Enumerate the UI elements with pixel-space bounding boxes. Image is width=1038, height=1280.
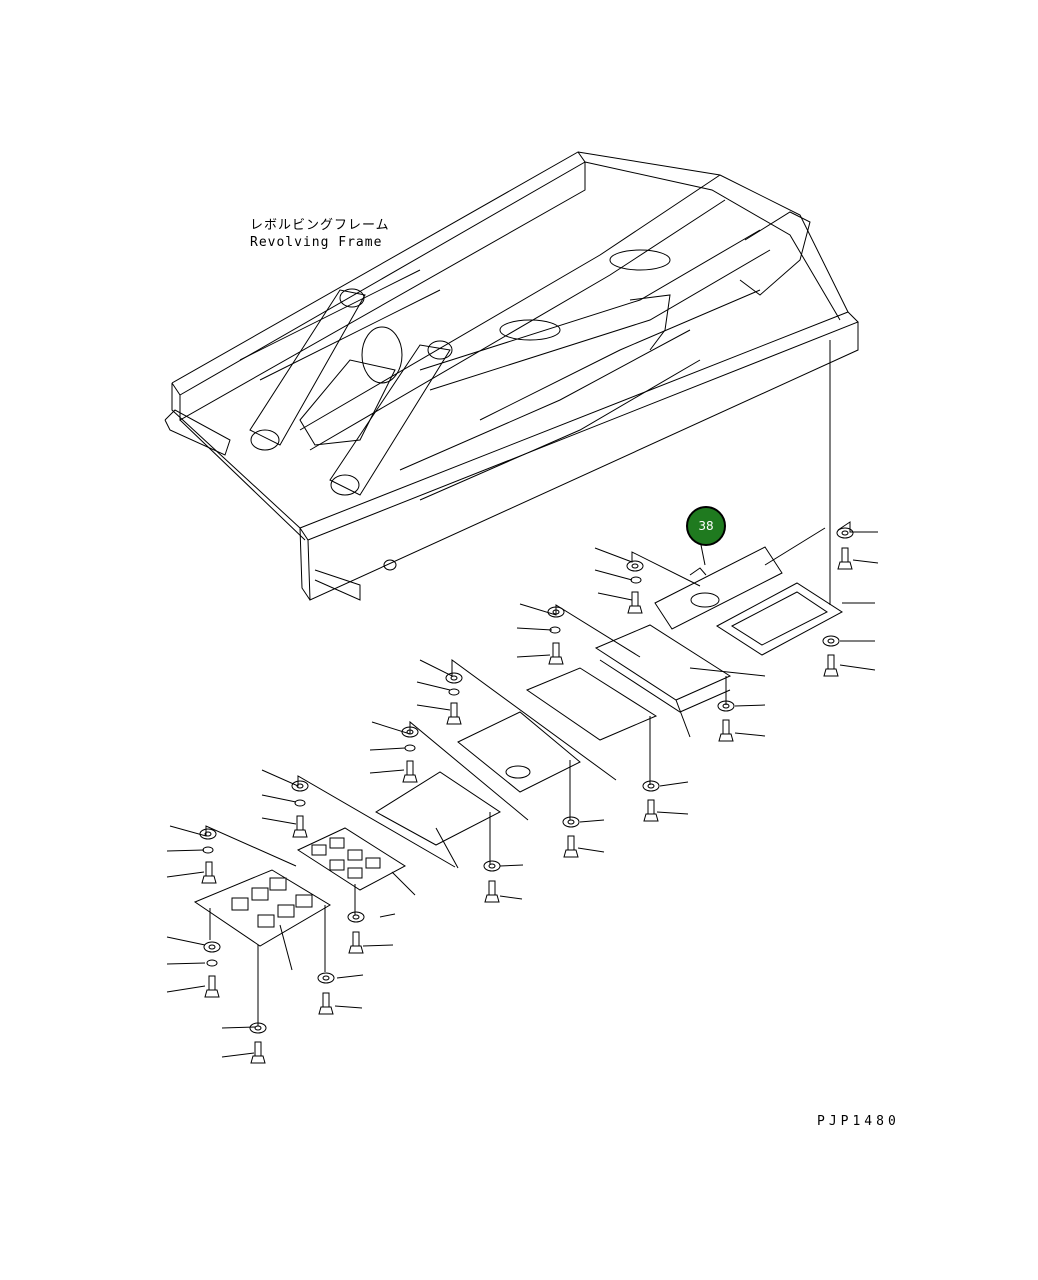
frame-title-english: Revolving Frame <box>250 235 383 250</box>
drawing-code: PJP1480 <box>817 1114 900 1129</box>
part-callout-number: 38 <box>698 519 714 533</box>
washer-icon <box>199 527 854 1034</box>
part-callout-38[interactable]: 38 <box>686 506 726 546</box>
leader-lines <box>166 521 879 1058</box>
bolt-icon <box>201 547 853 1064</box>
frame-icon <box>164 151 859 605</box>
cover-plate-icon <box>193 546 843 947</box>
frame-title-japanese: レボルビングフレーム <box>250 218 390 233</box>
